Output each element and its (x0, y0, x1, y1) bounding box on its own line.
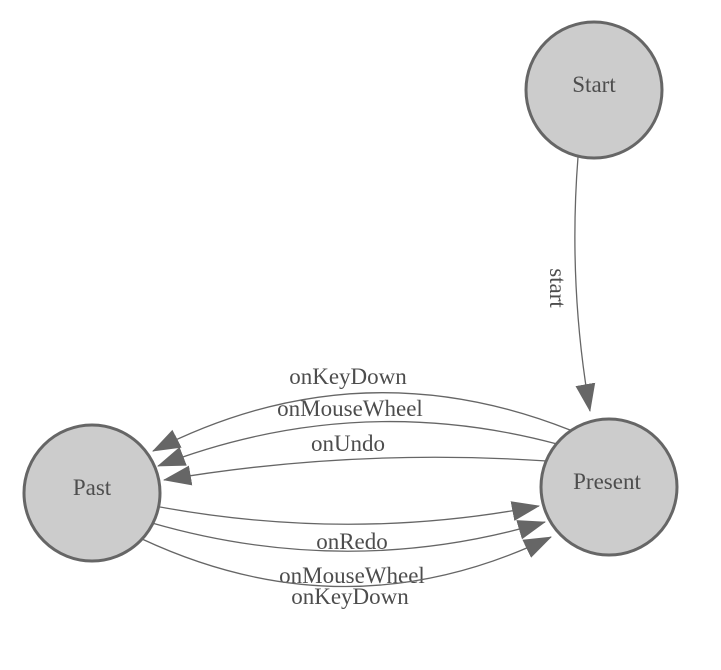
state-label-past: Past (73, 475, 112, 500)
edge-present-to-past-onkeydown[interactable] (152, 392, 571, 452)
state-label-present: Present (573, 469, 641, 494)
state-label-start: Start (572, 72, 616, 97)
state-node-present: Present (539, 417, 679, 557)
edge-label-onmousewheel-top: onMouseWheel (277, 396, 423, 421)
state-circle-present[interactable] (539, 417, 679, 557)
edge-past-to-present-onmousewheel[interactable] (151, 520, 546, 552)
edge-label-onmousewheel-bottom: onMouseWheel (279, 563, 425, 588)
edge-present-to-past-onmousewheel[interactable] (157, 420, 558, 467)
edge-past-to-present-onkeydown[interactable] (141, 536, 552, 588)
edge-label-onredo: onRedo (316, 529, 388, 554)
state-node-start: Start (524, 20, 664, 160)
edge-start-to-present[interactable] (574, 156, 596, 412)
edge-label-onundo: onUndo (311, 431, 385, 456)
state-circle-start[interactable] (524, 20, 664, 160)
edge-present-to-past-onundo[interactable] (163, 456, 548, 486)
edge-label-start: start (545, 268, 570, 308)
edge-label-onkeydown-bottom: onKeyDown (291, 584, 409, 609)
state-circle-past[interactable] (22, 423, 162, 563)
state-node-past: Past (22, 423, 162, 563)
edge-label-onkeydown-top: onKeyDown (289, 364, 407, 389)
edge-past-to-present-onredo[interactable] (159, 501, 540, 525)
